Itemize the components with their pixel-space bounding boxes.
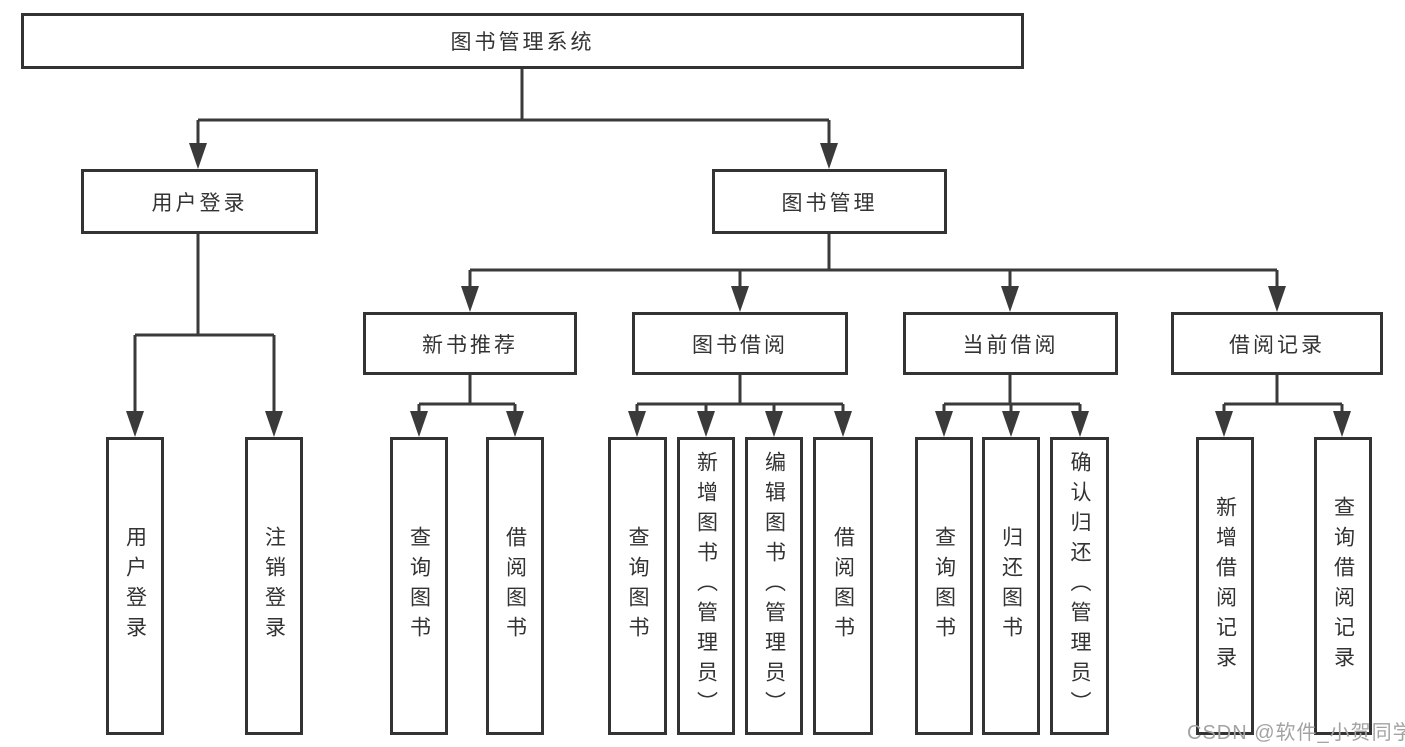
leaf-bb-edit-books-admin: 编辑图书（管理员） (745, 437, 803, 735)
arrowhead-icon (697, 411, 715, 437)
leaf-nb-borrow-books-label: 借阅图书 (503, 526, 527, 646)
arrowhead-icon (628, 411, 646, 437)
arrowhead-icon (1268, 286, 1286, 312)
leaf-user-login-label: 用户登录 (123, 526, 147, 646)
node-book-management: 图书管理 (712, 169, 947, 234)
leaf-cb-confirm-return-admin: 确认归还（管理员） (1050, 437, 1109, 735)
node-new-book-recommend: 新书推荐 (363, 312, 577, 375)
root-node: 图书管理系统 (21, 13, 1024, 69)
records-branch-arrowheads (1215, 411, 1351, 437)
leaf-bb-borrow-books: 借阅图书 (813, 437, 873, 735)
node-borrow-records: 借阅记录 (1171, 312, 1383, 375)
arrowhead-icon (506, 411, 524, 437)
leaf-cb-confirm-return-admin-label: 确认归还（管理员） (1068, 451, 1091, 721)
connector-line (133, 234, 276, 413)
current-branch-arrowheads (935, 411, 1089, 437)
arrowhead-icon (1001, 286, 1019, 312)
leaf-bb-borrow-books-label: 借阅图书 (831, 526, 855, 646)
arrowhead-icon (1002, 411, 1020, 437)
arrowhead-icon (1333, 411, 1351, 437)
borrow-branch-arrowheads (628, 411, 852, 437)
leaf-bb-add-books-admin: 新增图书（管理员） (677, 437, 735, 735)
connector-line (942, 375, 1082, 413)
leaf-cb-return-books-label: 归还图书 (999, 526, 1023, 646)
arrowhead-icon (935, 411, 953, 437)
leaf-nb-borrow-books: 借阅图书 (486, 437, 544, 735)
arrowhead-icon (265, 411, 283, 437)
leaf-cb-query-books-label: 查询图书 (932, 526, 956, 646)
leaf-bb-add-books-admin-label: 新增图书（管理员） (694, 451, 718, 721)
arrowhead-icon (731, 286, 749, 312)
leaf-logout: 注销登录 (245, 437, 303, 735)
arrowhead-icon (461, 286, 479, 312)
arrowhead-icon (126, 411, 144, 437)
arrowhead-icon (820, 143, 838, 169)
connector-line (417, 375, 517, 413)
leaf-bb-edit-books-admin-label: 编辑图书（管理员） (762, 451, 786, 721)
book-branch-connector (468, 234, 1279, 288)
arrowhead-icon (834, 411, 852, 437)
arrowhead-icon (410, 411, 428, 437)
leaf-logout-label: 注销登录 (262, 526, 286, 646)
leaf-user-login: 用户登录 (106, 437, 164, 735)
leaf-nb-query-books: 查询图书 (390, 437, 448, 735)
root-branch-arrowheads (189, 143, 838, 169)
node-current-borrow: 当前借阅 (903, 312, 1118, 375)
borrow-branch-connector (635, 375, 845, 413)
user-branch-arrowheads (126, 411, 283, 437)
node-user-login: 用户登录 (81, 169, 318, 234)
leaf-cb-return-books: 归还图书 (982, 437, 1040, 735)
user-branch-connector (133, 234, 276, 413)
newbook-branch-arrowheads (410, 411, 524, 437)
connector-line (468, 234, 1279, 288)
watermark: CSDN @软件_小贺同学 (1187, 722, 1405, 744)
connector-line (196, 69, 831, 145)
root-branch-connector (196, 69, 831, 145)
arrowhead-icon (1071, 411, 1089, 437)
connector-line (635, 375, 845, 413)
connector-line (1222, 375, 1344, 413)
leaf-bb-query-books: 查询图书 (608, 437, 667, 735)
leaf-bb-query-books-label: 查询图书 (626, 526, 649, 646)
current-branch-connector (942, 375, 1082, 413)
records-branch-connector (1222, 375, 1344, 413)
leaf-br-add-record-label: 新增借阅记录 (1213, 496, 1237, 676)
newbook-branch-connector (417, 375, 517, 413)
arrowhead-icon (1215, 411, 1233, 437)
leaf-nb-query-books-label: 查询图书 (407, 526, 431, 646)
node-book-borrow: 图书借阅 (632, 312, 848, 375)
leaf-cb-query-books: 查询图书 (915, 437, 973, 735)
leaf-br-add-record: 新增借阅记录 (1196, 437, 1254, 735)
arrowhead-icon (189, 143, 207, 169)
leaf-br-query-record: 查询借阅记录 (1314, 437, 1372, 735)
book-branch-arrowheads (461, 286, 1286, 312)
leaf-br-query-record-label: 查询借阅记录 (1331, 496, 1355, 676)
arrowhead-icon (765, 411, 783, 437)
